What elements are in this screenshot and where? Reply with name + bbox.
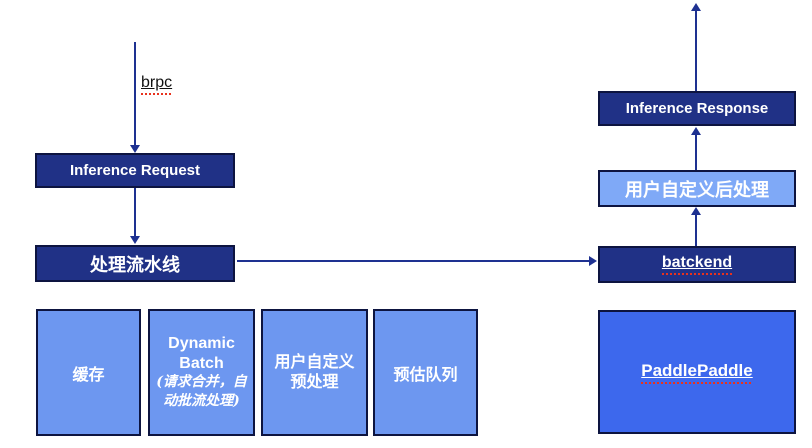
node-paddlepaddle-label: PaddlePaddle xyxy=(641,361,754,384)
arrow-brpc-head-icon xyxy=(130,145,140,153)
edge-label-brpc: brpc xyxy=(141,74,173,95)
node-batckend: batckend xyxy=(598,246,796,283)
arrow-batckend-to-postprocess-head-icon xyxy=(691,207,701,215)
arrow-batckend-to-postprocess-line xyxy=(695,214,697,246)
node-paddlepaddle: PaddlePaddle xyxy=(598,310,796,434)
node-batckend-label: batckend xyxy=(661,254,733,275)
node-inference-response: Inference Response xyxy=(598,91,796,126)
node-dynamic-batch: Dynamic Batch (请求合并，自动批流处理) xyxy=(148,309,255,436)
arrow-pipeline-to-batckend-line xyxy=(237,260,589,262)
arrow-postprocess-to-response-head-icon xyxy=(691,127,701,135)
node-user-preprocess-line1: 用户自定义 xyxy=(274,353,355,371)
node-cache-label: 缓存 xyxy=(72,366,105,384)
arrow-response-out-line xyxy=(695,10,697,91)
node-user-preprocess: 用户自定义 预处理 xyxy=(261,309,368,436)
arrow-postprocess-to-response-line xyxy=(695,134,697,170)
node-dynamic-batch-label-zh: (请求合并，自动批流处理) xyxy=(156,374,247,410)
brpc-text: brpc xyxy=(141,74,173,95)
node-predict-queue: 预估队列 xyxy=(373,309,478,436)
node-inference-request: Inference Request xyxy=(35,153,235,188)
node-predict-queue-label: 预估队列 xyxy=(393,366,458,384)
node-pipeline-label: 处理流水线 xyxy=(90,254,180,275)
node-pipeline: 处理流水线 xyxy=(35,245,235,282)
node-inference-request-label: Inference Request xyxy=(69,162,201,179)
node-user-postprocess-label: 用户自定义后处理 xyxy=(625,179,769,200)
node-dynamic-batch-label-en: Dynamic Batch xyxy=(168,335,235,372)
node-user-preprocess-line2: 预处理 xyxy=(290,373,339,391)
node-cache: 缓存 xyxy=(36,309,141,436)
node-inference-response-label: Inference Response xyxy=(625,100,769,117)
arrow-request-to-pipeline-line xyxy=(134,188,136,236)
arrow-brpc-line xyxy=(134,42,136,146)
arrow-pipeline-to-batckend-head-icon xyxy=(589,256,597,266)
arrow-request-to-pipeline-head-icon xyxy=(130,236,140,244)
node-user-postprocess: 用户自定义后处理 xyxy=(598,170,796,207)
arrow-response-out-head-icon xyxy=(691,3,701,11)
